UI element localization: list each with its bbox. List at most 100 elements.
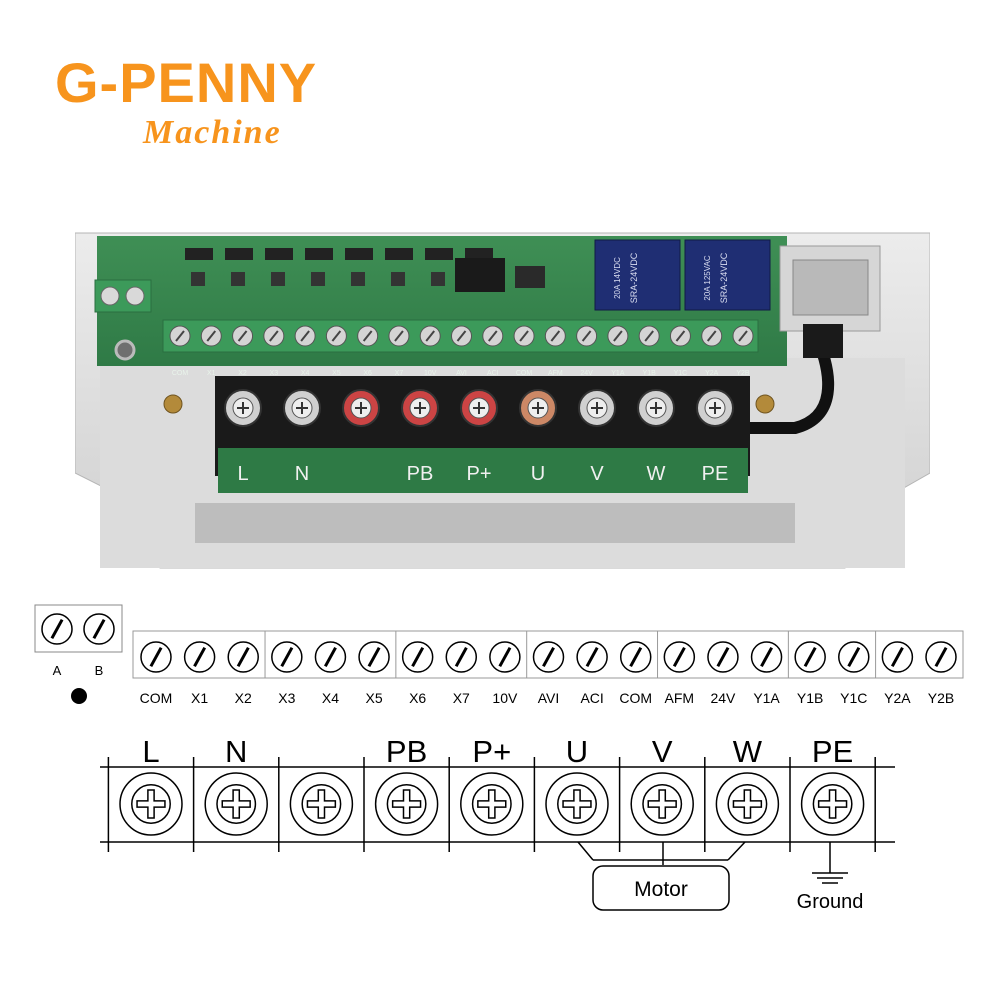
- signal-screw: [227, 641, 259, 673]
- ground-label: Ground: [797, 891, 864, 913]
- power-screw: [545, 772, 609, 836]
- signal-terminal-label: X5: [365, 690, 382, 706]
- signal-screw: [707, 641, 739, 673]
- photo-signal-screw: [200, 325, 222, 347]
- signal-terminal-label: X6: [409, 690, 426, 706]
- signal-terminal-label: X7: [453, 690, 470, 706]
- photo-signal-screw: [732, 325, 754, 347]
- photo-power-label: L: [237, 463, 248, 485]
- motor-wire-u: [577, 841, 594, 861]
- power-terminal-label: N: [225, 734, 247, 769]
- power-screw: [289, 772, 354, 836]
- power-terminal-label: U: [566, 734, 588, 769]
- photo-signal-label: X4: [301, 370, 310, 377]
- signal-screw: [358, 641, 390, 673]
- signal-screw: [183, 641, 216, 673]
- ab-screw-b: [125, 286, 145, 306]
- brand-name: G-PENNY: [55, 51, 318, 114]
- photo-power-label: W: [647, 463, 666, 485]
- photo-signal-screw: [263, 325, 285, 347]
- power-screw: [374, 772, 439, 836]
- photo-power-label: U: [531, 463, 545, 485]
- photo-signal-label: Y1C: [674, 370, 688, 377]
- photo-power-screw: [696, 389, 734, 427]
- signal-terminal-label: 10V: [492, 690, 518, 706]
- signal-terminal-label: Y2A: [884, 690, 911, 706]
- signal-screw: [838, 641, 870, 673]
- photo-signal-label: Y2A: [705, 370, 719, 377]
- photo-signal-label: Y1B: [643, 370, 657, 377]
- pcb-transistor: [271, 272, 285, 286]
- ab-terminal-screws: [41, 613, 115, 645]
- power-terminal-label: L: [142, 734, 159, 769]
- relay-1: [594, 239, 681, 311]
- photo-power-screw: [342, 389, 380, 427]
- photo-signal-screw: [388, 325, 410, 347]
- signal-terminal-label: X1: [191, 690, 208, 706]
- signal-terminal-label: AFM: [665, 690, 695, 706]
- photo-signal-screw: [482, 325, 504, 347]
- photo-signal-label: X2: [238, 370, 247, 377]
- photo-signal-screw: [607, 325, 629, 347]
- photo-signal-screw: [544, 325, 566, 347]
- pcb-transistor: [231, 272, 245, 286]
- photo-signal-label: X5: [332, 370, 341, 377]
- signal-screw: [576, 641, 608, 673]
- signal-screw: [314, 641, 347, 673]
- pcb-chip: [225, 248, 253, 260]
- pcb-chip: [345, 248, 373, 260]
- signal-screw: [489, 641, 521, 673]
- photo-power-label: PE: [702, 463, 729, 485]
- signal-screw: [619, 641, 652, 673]
- signal-terminal-label: X2: [235, 690, 252, 706]
- relay-2-model: SRA-24VDC: [719, 252, 729, 303]
- photo-power-label: N: [295, 463, 309, 485]
- photo-power-label: P+: [466, 463, 491, 485]
- motor-box: [592, 865, 730, 911]
- motor-label: Motor: [634, 878, 688, 901]
- photo-signal-label: 10V: [424, 370, 437, 377]
- photo-signal-label: X1: [207, 370, 216, 377]
- pcb-chip: [465, 248, 493, 260]
- pcb-chip: [305, 248, 333, 260]
- power-label-board: [218, 448, 748, 493]
- mount-hole: [114, 339, 136, 361]
- photo-power-label: V: [590, 463, 604, 485]
- photo-signal-label: X3: [270, 370, 279, 377]
- housing-screw-left: [163, 394, 183, 414]
- power-terminal-label: W: [733, 734, 763, 769]
- relay-1-rating: 20A 14VDC: [613, 257, 622, 299]
- photo-signal-label: ACI: [487, 370, 499, 377]
- signal-terminal-label: COM: [619, 690, 652, 706]
- brand-tagline: Machine: [143, 114, 282, 151]
- signal-terminal-screws: [140, 641, 957, 673]
- signal-screw: [140, 641, 172, 673]
- pcb-transistor: [191, 272, 205, 286]
- ab-screw-a: [41, 613, 73, 645]
- power-terminal-label: P+: [472, 734, 511, 769]
- rj45-opening: [792, 259, 869, 316]
- pcb-transistor: [431, 272, 445, 286]
- pcb-chip: [185, 248, 213, 260]
- signal-strip-dividers: [264, 631, 877, 678]
- pcb-chip: [385, 248, 413, 260]
- power-terminal-screws: [224, 389, 734, 427]
- signal-screw: [663, 641, 696, 673]
- photo-signal-label: Y1A: [611, 370, 625, 377]
- photo-signal-label: AVI: [456, 370, 467, 377]
- photo-signal-screw: [513, 325, 535, 347]
- power-screw: [119, 772, 183, 836]
- photo-power-screw: [519, 389, 557, 427]
- power-terminal-label: V: [652, 734, 673, 769]
- signal-terminal-label: ACI: [580, 690, 603, 706]
- photo-signal-label: X6: [363, 370, 372, 377]
- photo-power-screw: [637, 389, 675, 427]
- signal-screw: [750, 641, 783, 673]
- photo-power-label: PB: [407, 463, 434, 485]
- photo-signal-screw: [419, 325, 441, 347]
- relay-2: [684, 239, 771, 311]
